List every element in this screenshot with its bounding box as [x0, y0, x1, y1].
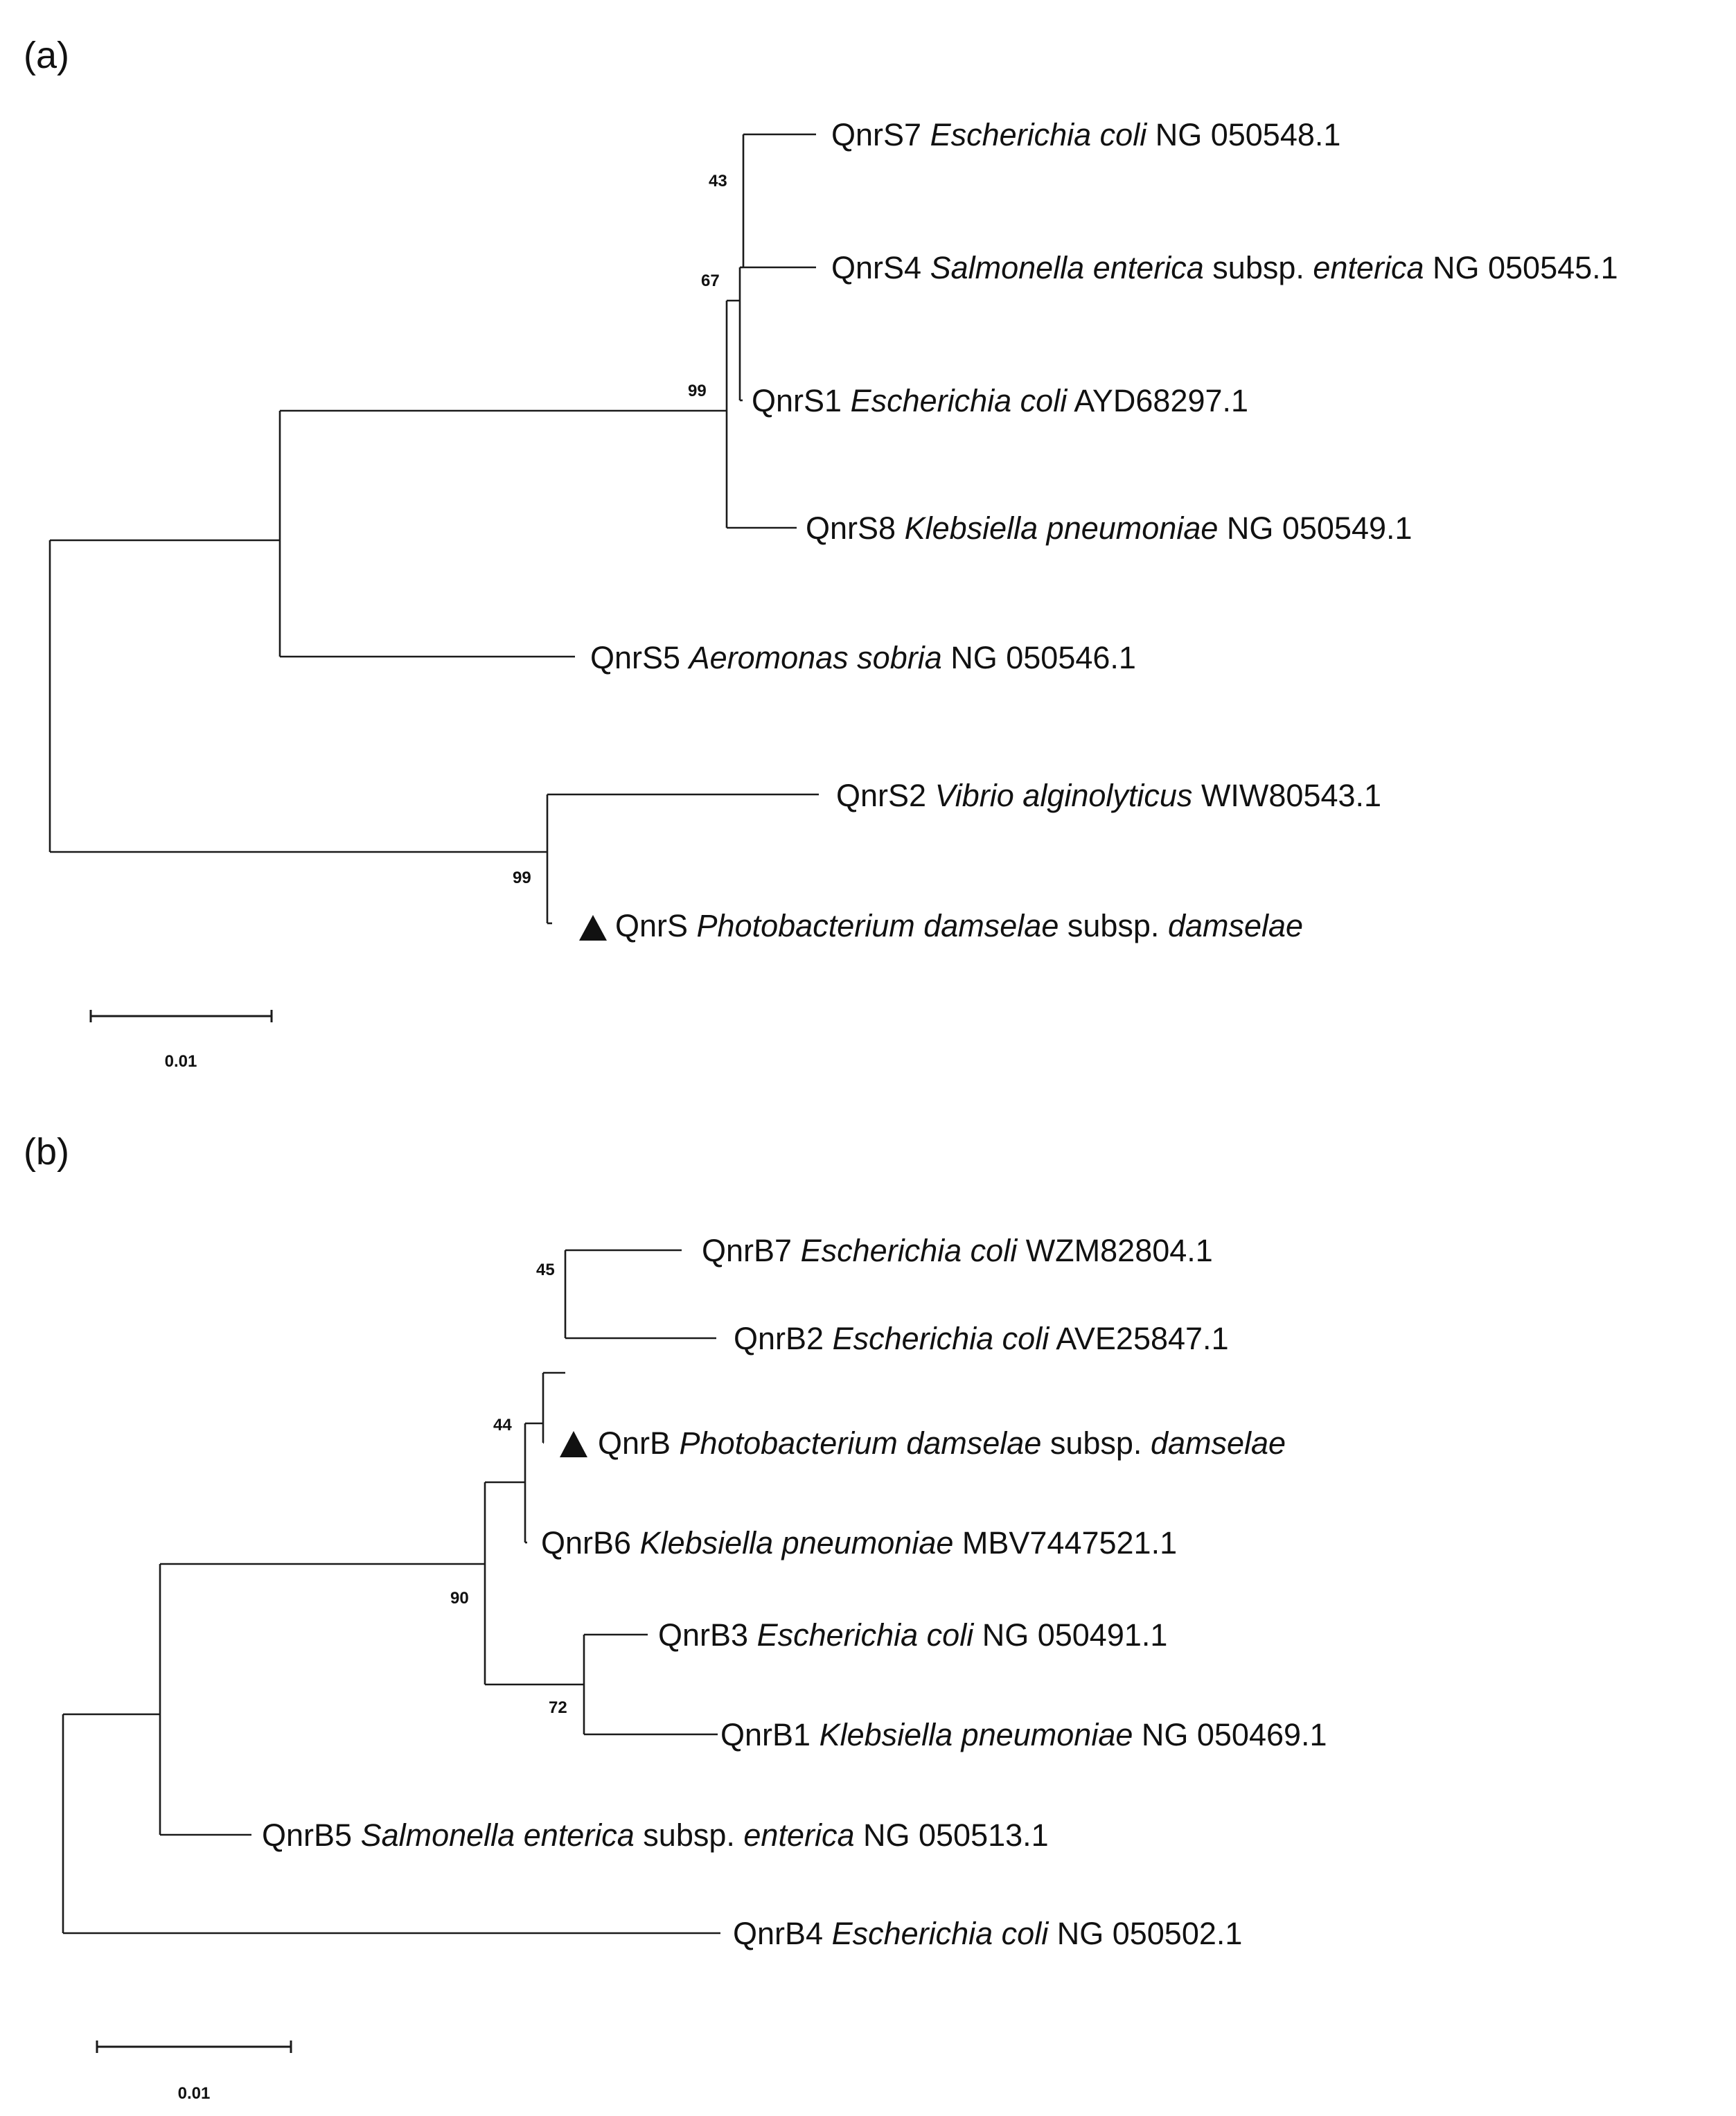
scale-bar	[89, 1010, 273, 1022]
leaf-label-qnrb3: QnrB3 Escherichia coli NG 050491.1	[658, 1617, 1167, 1653]
scale-bar	[96, 2041, 292, 2053]
leaf-label-qnrs1: QnrS1 Escherichia coli AYD68297.1	[752, 383, 1248, 418]
label-text: QnrB5	[262, 1817, 361, 1853]
bootstrap-label: 67	[701, 272, 720, 290]
species-name: Photobacterium damselae	[697, 908, 1059, 943]
label-text: subsp.	[1041, 1425, 1151, 1461]
label-text: subsp.	[635, 1817, 744, 1853]
bootstrap-label: 45	[536, 1261, 555, 1279]
panel-b: (b) 45 44 90 72	[24, 1131, 1327, 2103]
label-text: NG 050502.1	[1048, 1916, 1242, 1951]
bootstrap-label: 99	[688, 382, 707, 400]
leaf-label-qnrs8: QnrS8 Klebsiella pneumoniae NG 050549.1	[806, 510, 1412, 546]
panel-a-scale-bar: 0.01	[89, 1010, 273, 1071]
bootstrap-label: 72	[549, 1698, 567, 1717]
label-text: subsp.	[1204, 250, 1313, 285]
species-name: Photobacterium damselae	[680, 1425, 1042, 1461]
label-text: AVE25847.1	[1049, 1321, 1228, 1356]
label-text: QnrS	[615, 908, 697, 943]
species-name: damselae	[1168, 908, 1303, 943]
label-text: WZM82804.1	[1017, 1233, 1213, 1268]
label-text: NG 050491.1	[973, 1617, 1167, 1653]
panel-b-label: (b)	[24, 1131, 69, 1173]
species-name: damselae	[1151, 1425, 1286, 1461]
label-text: NG 050545.1	[1424, 250, 1618, 285]
scale-bar-label: 0.01	[178, 2084, 211, 2103]
leaf-label-qnrb1: QnrB1 Klebsiella pneumoniae NG 050469.1	[720, 1717, 1327, 1752]
species-name: Salmonella enterica	[930, 250, 1204, 285]
label-text: QnrS1	[752, 383, 851, 418]
leaf-label-qnrb5: QnrB5 Salmonella enterica subsp. enteric…	[262, 1817, 1049, 1853]
triangle-marker-icon	[579, 915, 607, 941]
species-name: Escherichia coli	[930, 117, 1149, 152]
label-text: QnrS4	[831, 250, 930, 285]
species-name: Klebsiella pneumoniae	[640, 1525, 954, 1561]
leaf-label-qnrb7: QnrB7 Escherichia coli WZM82804.1	[702, 1233, 1213, 1268]
label-text: subsp.	[1059, 908, 1168, 943]
panel-a-branches	[48, 133, 819, 925]
bootstrap-label: 90	[450, 1589, 469, 1608]
label-text: QnrB6	[541, 1525, 640, 1561]
label-text: QnrB7	[702, 1233, 801, 1268]
species-name: enterica	[1313, 250, 1424, 285]
leaf-label-qnrb2: QnrB2 Escherichia coli AVE25847.1	[734, 1321, 1229, 1356]
label-text: NG 050546.1	[942, 640, 1136, 675]
label-text: NG 050548.1	[1146, 117, 1340, 152]
species-name: Klebsiella pneumoniae	[905, 510, 1219, 546]
species-name: Escherichia coli	[757, 1617, 975, 1653]
label-text: QnrS2	[836, 778, 935, 813]
label-text: QnrS7	[831, 117, 930, 152]
label-text: QnrS8	[806, 510, 905, 546]
leaf-label-qnrs-photobacterium: QnrS Photobacterium damselae subsp. dams…	[615, 908, 1303, 943]
panel-b-leaf-labels: QnrB7 Escherichia coli WZM82804.1 QnrB2 …	[262, 1233, 1327, 1951]
label-text: WIW80543.1	[1192, 778, 1381, 813]
leaf-label-qnrb6: QnrB6 Klebsiella pneumoniae MBV7447521.1	[541, 1525, 1177, 1561]
species-name: Escherichia coli	[851, 383, 1069, 418]
label-text: QnrB4	[733, 1916, 832, 1951]
panel-a-leaf-labels: QnrS7 Escherichia coli NG 050548.1 QnrS4…	[579, 117, 1618, 943]
species-name: Klebsiella pneumoniae	[820, 1717, 1133, 1752]
species-name: Escherichia coli	[801, 1233, 1019, 1268]
label-text: MBV7447521.1	[953, 1525, 1177, 1561]
label-text: QnrB	[598, 1425, 680, 1461]
label-text: QnrB3	[658, 1617, 757, 1653]
species-name: enterica	[743, 1817, 854, 1853]
species-name: Aeromonas sobria	[687, 640, 942, 675]
label-text: QnrB2	[734, 1321, 833, 1356]
leaf-label-qnrs4: QnrS4 Salmonella enterica subsp. enteric…	[831, 250, 1618, 285]
species-name: Vibrio alginolyticus	[935, 778, 1193, 813]
species-name: Salmonella enterica	[361, 1817, 635, 1853]
panel-b-scale-bar: 0.01	[96, 2041, 292, 2103]
panel-a: (a) 43 67 99 99	[24, 35, 1618, 1071]
label-text: NG 050469.1	[1133, 1717, 1327, 1752]
bootstrap-label: 99	[513, 869, 531, 887]
label-text: NG 050549.1	[1218, 510, 1412, 546]
leaf-label-qnrb-photobacterium: QnrB Photobacterium damselae subsp. dams…	[598, 1425, 1286, 1461]
triangle-marker-icon	[560, 1431, 587, 1457]
panel-a-label: (a)	[24, 35, 69, 76]
bootstrap-label: 44	[493, 1416, 512, 1434]
label-text: QnrB1	[720, 1717, 820, 1752]
leaf-label-qnrs2: QnrS2 Vibrio alginolyticus WIW80543.1	[836, 778, 1381, 813]
leaf-label-qnrs5: QnrS5 Aeromonas sobria NG 050546.1	[590, 640, 1136, 675]
scale-bar-label: 0.01	[165, 1052, 197, 1071]
leaf-label-qnrs7: QnrS7 Escherichia coli NG 050548.1	[831, 117, 1340, 152]
label-text: AYD68297.1	[1067, 383, 1248, 418]
label-text: QnrS5	[590, 640, 689, 675]
species-name: Escherichia coli	[833, 1321, 1051, 1356]
species-name: Escherichia coli	[832, 1916, 1050, 1951]
bootstrap-label: 43	[709, 172, 727, 190]
leaf-label-qnrb4: QnrB4 Escherichia coli NG 050502.1	[733, 1916, 1242, 1951]
label-text: NG 050513.1	[854, 1817, 1048, 1853]
panel-b-branches	[62, 1249, 720, 1935]
